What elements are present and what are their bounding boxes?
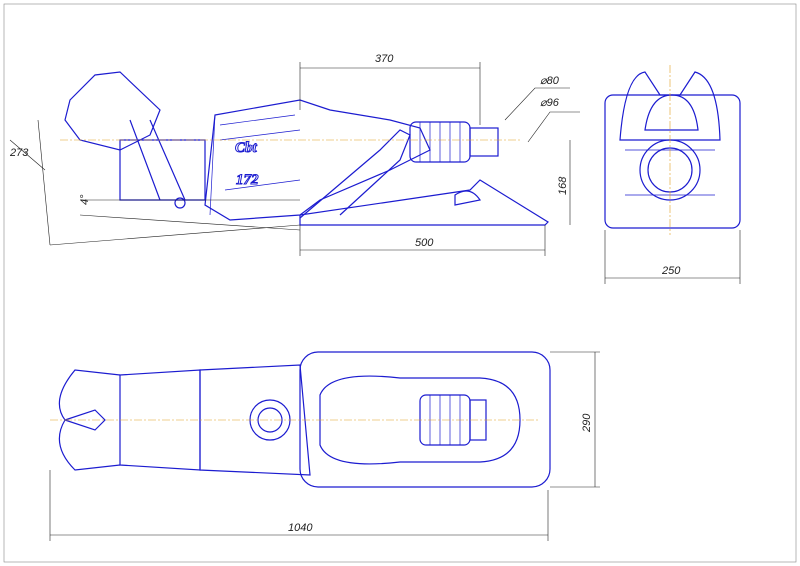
dim-d80: ⌀80 — [540, 75, 560, 87]
bracket — [454, 190, 481, 206]
housing-detail — [209, 114, 301, 216]
top-view: 290 1040 — [49, 351, 600, 541]
dim-250: 250 — [661, 265, 681, 277]
dim-168: 168 — [557, 176, 569, 195]
dim-d96: ⌀96 — [540, 97, 560, 109]
nozzle-tip — [469, 127, 499, 157]
linkage-arm — [129, 119, 186, 201]
sheet-border — [3, 3, 797, 563]
side-view: Cbt 172 — [60, 71, 549, 226]
model-number: 172 — [236, 172, 259, 188]
top-grate — [58, 369, 121, 471]
dim-500: 500 — [415, 237, 434, 249]
strut — [299, 129, 411, 219]
top-plate — [299, 351, 551, 488]
dim-273: 273 — [9, 147, 29, 159]
top-frame — [119, 369, 201, 471]
front-intake — [644, 94, 699, 131]
dim-angle: 4° — [79, 194, 91, 205]
pivot — [174, 197, 186, 209]
logo-text: Cbt — [235, 140, 258, 156]
intake-grate — [64, 71, 161, 151]
front-view: 250 — [604, 65, 741, 284]
dim-370: 370 — [375, 53, 394, 65]
housing — [204, 99, 431, 221]
front-plate — [604, 94, 741, 229]
dim-1040: 1040 — [288, 522, 313, 534]
dim-290: 290 — [581, 413, 593, 433]
side-dimensions: 370 ⌀80 ⌀96 273 4° 168 500 — [9, 53, 580, 256]
front-grate — [619, 71, 721, 141]
nozzle-ribs — [419, 122, 461, 162]
